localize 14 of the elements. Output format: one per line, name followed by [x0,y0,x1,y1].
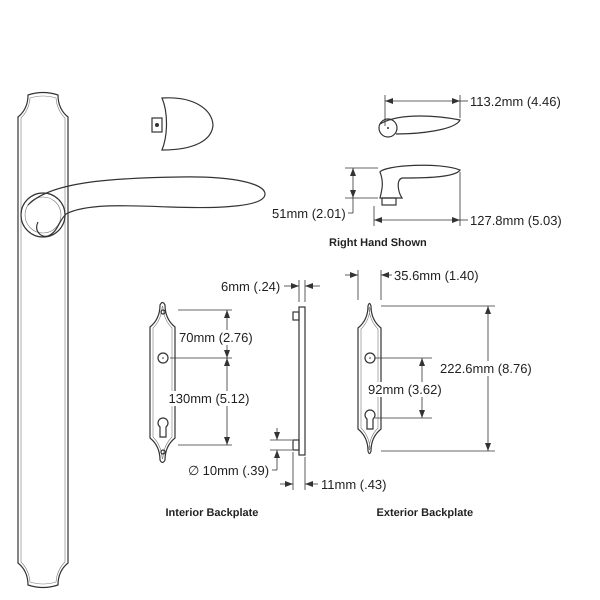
dimension-label: 6mm (.24) [220,279,282,294]
dimension-label: 70mm (2.76) [178,330,254,345]
dimension-label: 127.8mm (5.03) [469,213,563,228]
view-caption: Right Hand Shown [328,236,428,251]
dimension-label: 92mm (3.62) [367,382,443,397]
dimension-label: 11mm (.43) [320,477,388,492]
dimension-label: 35.6mm (1.40) [393,268,480,283]
dimension-label: 222.6mm (8.76) [439,361,533,376]
dimension-label: 113.2mm (4.46) [469,94,562,109]
view-caption: Interior Backplate [164,506,260,521]
dimension-label: 130mm (5.12) [168,391,250,406]
dimension-label: ∅ 10mm (.39) [187,463,270,478]
dimension-label: 51mm (2.01) [271,206,347,221]
view-caption: Exterior Backplate [376,506,474,521]
